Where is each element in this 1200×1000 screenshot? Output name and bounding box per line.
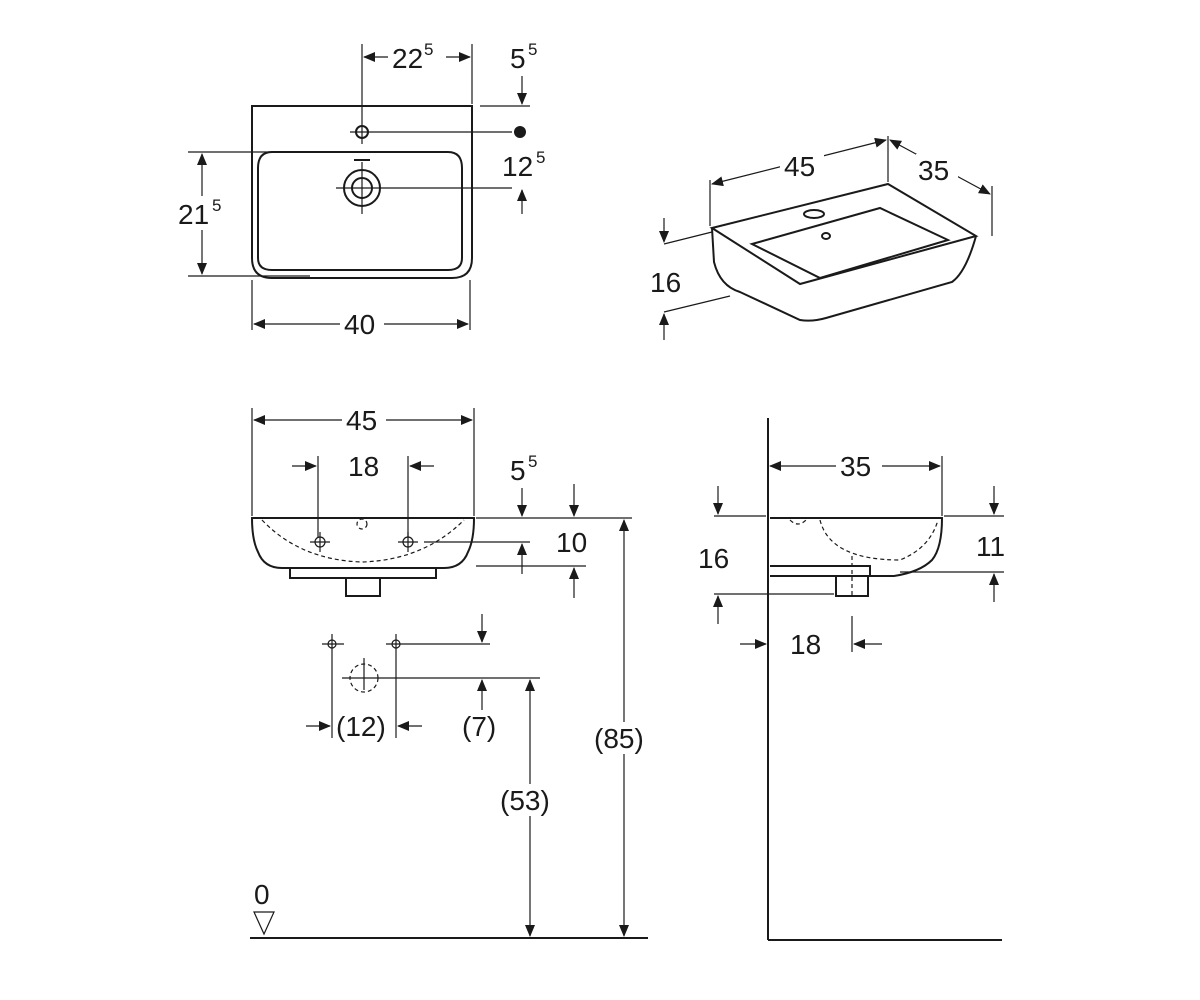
supply-cross-left-icon	[322, 634, 344, 656]
dim-5-5-label: 5	[510, 43, 526, 74]
front-dim-45-label: 45	[346, 405, 377, 436]
iso-basin-inner	[749, 206, 951, 280]
iso-dim-35-label: 35	[918, 155, 949, 186]
dim-22-5-sup: 5	[424, 40, 433, 59]
front-dim-10-label: 10	[556, 527, 587, 558]
dim-22-5-label: 22	[392, 43, 423, 74]
front-trap	[345, 578, 381, 597]
iso-basin-front	[711, 227, 977, 322]
side-dim-35-label: 35	[840, 451, 871, 482]
dim-5-5-sup: 5	[528, 40, 537, 59]
front-dim-18-label: 18	[348, 451, 379, 482]
side-dim-16-label: 16	[698, 543, 729, 574]
dim-21-5-sup: 5	[212, 196, 221, 215]
top-view: 22 5 5 5 12 5 21 5 40	[176, 40, 545, 340]
side-basin-outline	[770, 517, 944, 577]
front-view: 45 18 5 5 10 (12) (	[250, 404, 656, 939]
tap-connection-left-icon	[310, 532, 330, 552]
front-dim-53-label: (53)	[500, 785, 550, 816]
side-view: 35 16 11 18	[698, 418, 1005, 941]
side-dim-18-label: 18	[790, 629, 821, 660]
dim-12-5-sup: 5	[536, 148, 545, 167]
front-basin-outline	[250, 517, 476, 569]
iso-dim-45-label: 45	[784, 151, 815, 182]
supply-cross-right-icon	[386, 634, 408, 656]
side-trap	[835, 576, 869, 597]
floor-level-label: 0	[254, 879, 270, 910]
dim-21-5-label: 21	[178, 199, 209, 230]
top-view-bowl	[257, 151, 463, 271]
side-dim-11-label: 11	[976, 531, 1005, 562]
top-view-outline	[251, 105, 473, 279]
dim-12-5-label: 12	[502, 151, 533, 182]
front-dim-85-label: (85)	[594, 723, 644, 754]
front-dim-5-5-label: 5	[510, 455, 526, 486]
floor-level-marker-icon	[253, 911, 275, 936]
front-dim-7-label: (7)	[462, 711, 496, 742]
iso-dim-16-label: 16	[650, 267, 681, 298]
isometric-view: 45 35 16	[650, 136, 993, 340]
dim-40-label: 40	[344, 309, 375, 340]
front-dim-12-label: (12)	[336, 711, 386, 742]
front-dim-5-5-sup: 5	[528, 452, 537, 471]
